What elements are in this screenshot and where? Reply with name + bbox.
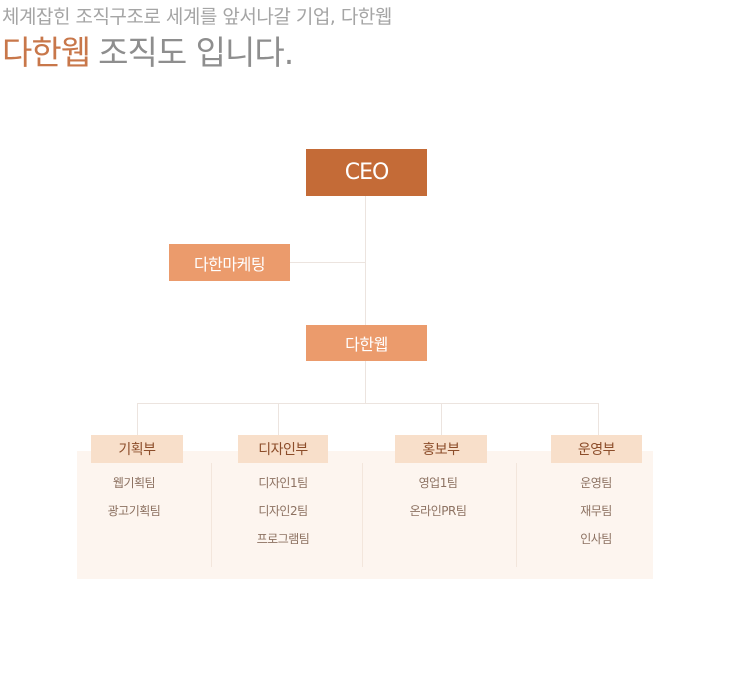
dept-head-design: 디자인부 xyxy=(238,435,328,463)
title-brand: 다한웹 xyxy=(2,33,91,72)
team-item: 디자인2팀 xyxy=(258,504,308,518)
team-item: 영업1팀 xyxy=(418,476,458,490)
company-box: 다한웹 xyxy=(306,325,427,361)
team-item: 프로그램팀 xyxy=(256,532,310,546)
page-subtitle: 체계잡힌 조직구조로 세계를 앞서나갈 기업, 다한웹 xyxy=(2,6,392,28)
ceo-box: CEO xyxy=(306,149,427,196)
team-item: 운영팀 xyxy=(580,476,612,490)
title-rest: 조직도 입니다. xyxy=(98,33,294,72)
connector-dept-2 xyxy=(278,403,279,435)
dept-divider xyxy=(211,463,212,567)
dept-divider xyxy=(362,463,363,567)
connector-company-down xyxy=(365,361,366,404)
dept-head-operation: 운영부 xyxy=(551,435,642,463)
team-item: 온라인PR팀 xyxy=(409,504,467,518)
departments-panel xyxy=(77,451,653,579)
dept-divider xyxy=(516,463,517,567)
connector-dept-3 xyxy=(441,403,442,435)
marketing-box: 다한마케팅 xyxy=(169,244,290,281)
dept-head-planning: 기획부 xyxy=(91,435,183,463)
connector-marketing xyxy=(290,262,365,263)
team-item: 웹기획팀 xyxy=(112,476,156,490)
dept-head-pr: 홍보부 xyxy=(395,435,487,463)
team-item: 광고기획팀 xyxy=(107,504,161,518)
connector-horizontal xyxy=(137,403,599,404)
team-item: 재무팀 xyxy=(580,504,612,518)
connector-ceo-company xyxy=(365,196,366,325)
team-item: 디자인1팀 xyxy=(258,476,308,490)
connector-dept-1 xyxy=(137,403,138,435)
team-item: 인사팀 xyxy=(580,532,612,546)
connector-dept-4 xyxy=(598,403,599,435)
